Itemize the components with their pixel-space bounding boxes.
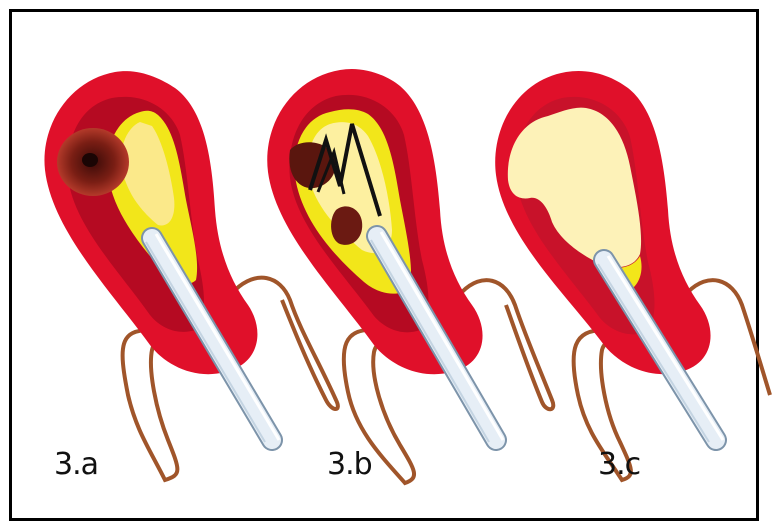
panel-label-a: 3.a [54, 450, 98, 480]
blood-clot-core [82, 153, 98, 167]
blood-clot-fragment [331, 206, 362, 244]
panel-label-c: 3.c [598, 450, 640, 480]
panel-c [495, 71, 770, 480]
panel-label-b: 3.b [327, 450, 372, 480]
